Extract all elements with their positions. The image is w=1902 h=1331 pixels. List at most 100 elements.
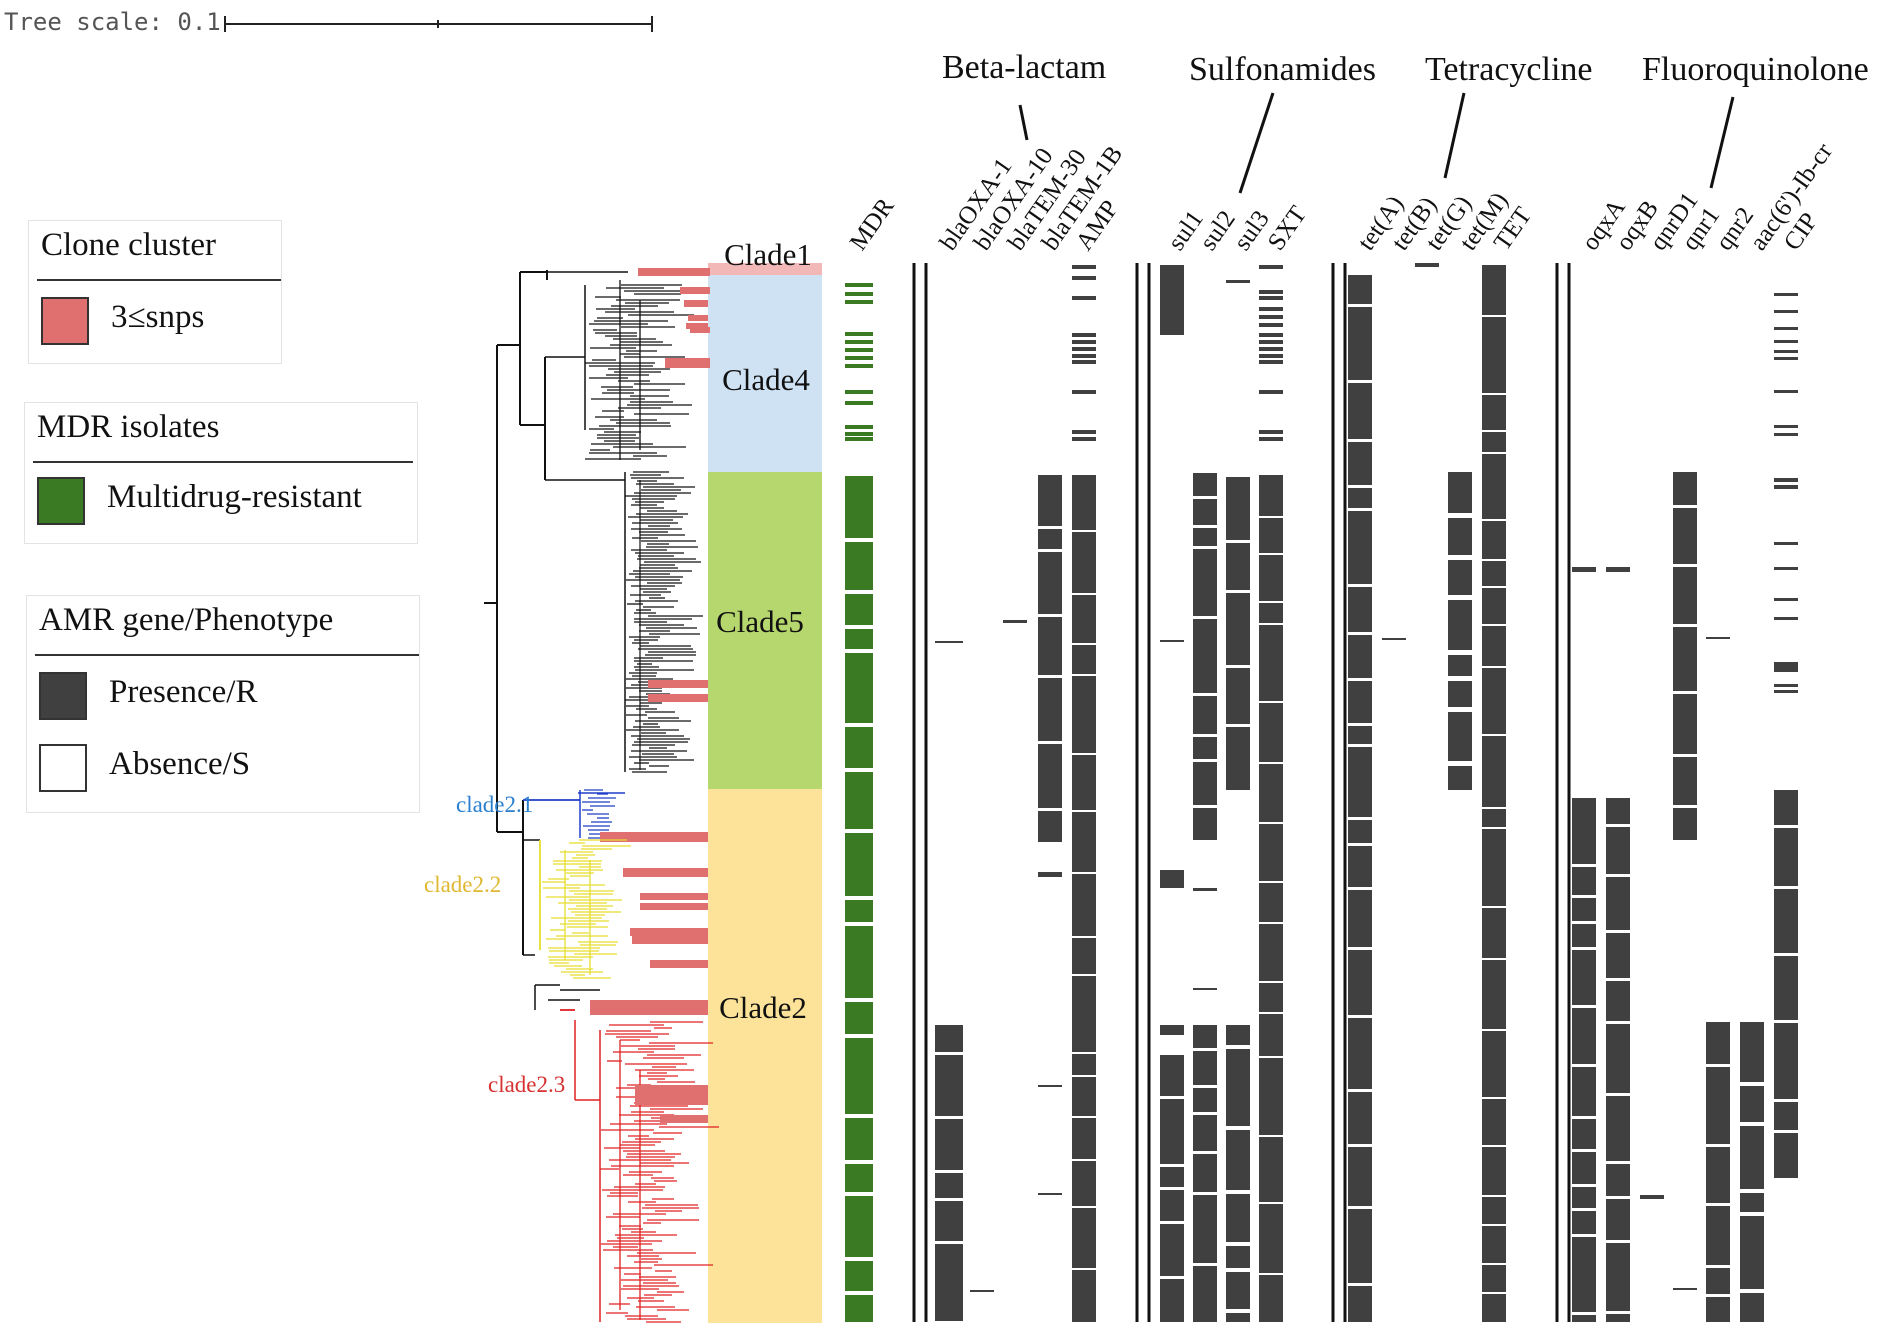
presence-cell <box>1415 263 1439 267</box>
presence-cell <box>1706 1297 1730 1322</box>
presence-cell <box>1482 395 1506 430</box>
presence-cell <box>1259 883 1283 922</box>
presence-cell <box>1572 1237 1596 1312</box>
presence-cell <box>1774 478 1798 482</box>
presence-cell <box>1072 938 1096 974</box>
presence-cell <box>1572 1152 1596 1184</box>
presence-cell <box>1740 1193 1764 1212</box>
presence-cell <box>1259 323 1283 327</box>
presence-cell <box>845 1118 873 1160</box>
clone-cluster-bar <box>640 903 708 910</box>
presence-cell <box>1572 867 1596 895</box>
presence-cell <box>1482 1294 1506 1322</box>
presence-cell <box>1072 437 1096 441</box>
presence-cell <box>1348 1286 1372 1322</box>
presence-cell <box>1572 567 1596 572</box>
presence-cell <box>1259 390 1283 394</box>
presence-cell <box>1072 645 1096 674</box>
presence-cell <box>1348 846 1372 887</box>
presence-cell <box>1774 690 1798 693</box>
clade1-label: Clade1 <box>724 237 812 272</box>
presence-cell <box>1572 1119 1596 1149</box>
presence-cell <box>1572 1315 1596 1322</box>
presence-cell <box>1572 1067 1596 1116</box>
presence-cell <box>1193 762 1217 805</box>
clone-cluster-bar <box>648 694 708 702</box>
presence-cell <box>1482 829 1506 906</box>
presence-cell <box>1259 1275 1283 1322</box>
presence-cell <box>1640 1195 1664 1199</box>
presence-cell <box>1448 655 1472 676</box>
presence-cell <box>1259 307 1283 311</box>
presence-cell <box>1348 726 1372 744</box>
presence-cell <box>1038 744 1062 808</box>
clone-cluster-bar <box>660 1115 708 1123</box>
presence-cell <box>845 364 873 368</box>
presence-cell <box>1259 354 1283 358</box>
presence-cell <box>1774 598 1798 601</box>
column-header: sul2 <box>1195 206 1241 256</box>
presence-cell <box>1072 276 1096 280</box>
presence-cell <box>1193 1154 1217 1192</box>
clone-cluster-bar <box>688 315 708 321</box>
presence-cell <box>1482 1031 1506 1097</box>
presence-cell <box>1259 924 1283 981</box>
presence-cell <box>1348 307 1372 380</box>
presence-cell <box>1193 1051 1217 1085</box>
presence-cell <box>845 437 873 441</box>
group-beta-lactam: Beta-lactam <box>942 49 1106 86</box>
tree-scale-bar <box>224 16 653 32</box>
presence-cell <box>1038 617 1062 675</box>
presence-cell <box>845 390 873 394</box>
presence-cell <box>1774 425 1798 428</box>
mdr-swatch <box>37 477 85 525</box>
presence-cell <box>935 1055 963 1116</box>
column-header: MDR <box>845 193 900 255</box>
presence-cell <box>1072 676 1096 753</box>
presence-cell <box>845 283 873 287</box>
presence-cell <box>1774 790 1798 825</box>
presence-cell <box>1259 340 1283 344</box>
presence-cell <box>1193 1115 1217 1151</box>
presence-cell <box>1706 1022 1730 1064</box>
presence-cell <box>1226 668 1250 724</box>
clade2-label: Clade2 <box>719 990 807 1025</box>
presence-cell <box>845 542 873 590</box>
presence-cell <box>1572 924 1596 947</box>
presence-cell <box>1160 265 1184 335</box>
presence-cell <box>1774 350 1798 353</box>
presence-cell <box>1673 757 1697 805</box>
presence-cell <box>1448 518 1472 555</box>
presence-cell <box>1072 812 1096 872</box>
presence-cell <box>1482 454 1506 519</box>
presence-cell <box>1072 874 1096 936</box>
subclade-2-2-label: clade2.2 <box>424 872 501 897</box>
presence-cell <box>1740 1293 1764 1322</box>
presence-cell <box>845 1002 873 1034</box>
presence-cell <box>1606 981 1630 1021</box>
clade5-label: Clade5 <box>716 604 804 639</box>
presence-cell <box>1226 1246 1250 1268</box>
presence-cell <box>1193 619 1217 693</box>
presence-cell <box>1740 1086 1764 1122</box>
presence-cell <box>1572 798 1596 864</box>
presence-cell <box>845 772 873 829</box>
presence-cell <box>845 292 873 296</box>
clone-cluster-bar <box>640 893 708 900</box>
clade-blocks <box>708 263 822 1323</box>
presence-cell <box>1348 488 1372 508</box>
presence-cell <box>1072 1208 1096 1268</box>
subclade-2-3-label: clade2.3 <box>488 1072 565 1097</box>
presence-cell <box>1072 333 1096 337</box>
presence-cell <box>1348 383 1372 439</box>
clade4-block <box>708 275 822 472</box>
presence-cell <box>1226 1130 1250 1190</box>
clone-cluster-bar <box>638 268 710 276</box>
presence-cell <box>1226 1272 1250 1309</box>
presence-cell <box>1348 275 1372 304</box>
presence-cell <box>1259 360 1283 364</box>
presence-cell <box>1774 617 1798 620</box>
presence-cell <box>1259 1058 1283 1135</box>
